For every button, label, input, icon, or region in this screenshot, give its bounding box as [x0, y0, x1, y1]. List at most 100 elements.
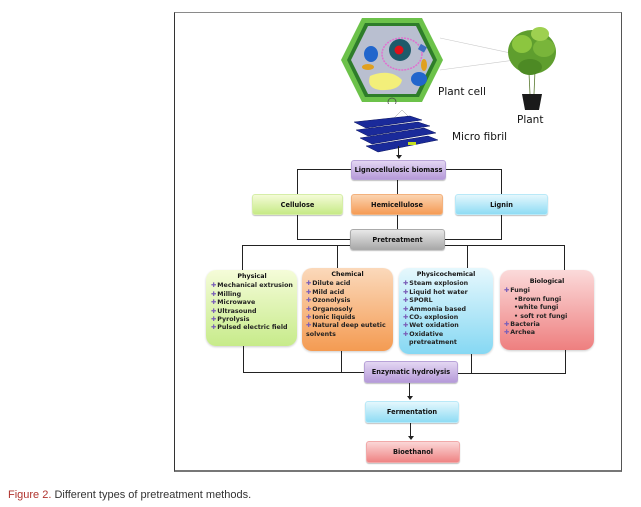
- list-item: ✚Microwave: [211, 299, 256, 307]
- zoom-line: [393, 109, 403, 119]
- connector-line: [467, 245, 468, 268]
- connector-line: [445, 245, 565, 246]
- connector-line: [243, 346, 244, 372]
- list-item: ✚Natural deep eutetic: [306, 322, 386, 330]
- fibril-strand: [355, 121, 431, 137]
- list-item: ✚Fungi: [504, 287, 530, 295]
- fibril-strand: [353, 115, 423, 129]
- list-item-continuation: pretreatment: [409, 339, 457, 347]
- lignocellulosic-biomass-box: Lignocellulosic biomass: [351, 160, 446, 180]
- plus-bullet-icon: ✚: [306, 288, 312, 296]
- list-item: ✚Ozonolysis: [306, 297, 351, 305]
- arrow-head: [395, 155, 402, 159]
- plus-bullet-icon: ✚: [403, 280, 409, 288]
- biological-methods-card: Biological ✚Fungi •Brown fungi •white fu…: [500, 270, 594, 350]
- mitochondrion: [421, 59, 427, 71]
- plus-bullet-icon: ✚: [211, 324, 217, 332]
- hemicellulose-box: Hemicellulose: [351, 194, 443, 215]
- connector-line: [297, 239, 350, 240]
- chloroplast: [364, 46, 378, 62]
- physical-title: Physical: [237, 273, 267, 280]
- list-item: ✚Mild acid: [306, 288, 345, 296]
- zoom-circle: [387, 97, 397, 104]
- list-item: ✚Milling: [211, 290, 242, 298]
- list-item: ✚SPORL: [403, 297, 433, 305]
- fibril-strand: [359, 127, 437, 145]
- plus-bullet-icon: ✚: [403, 314, 409, 322]
- plus-bullet-icon: ✚: [211, 299, 217, 307]
- pretreatment-box: Pretreatment: [350, 229, 445, 250]
- enzymatic-hydrolysis-box: Enzymatic hydrolysis: [364, 361, 458, 383]
- plus-bullet-icon: ✚: [403, 297, 409, 305]
- chloroplast: [411, 72, 427, 86]
- plant-illustration: [508, 27, 556, 110]
- foliage: [533, 39, 555, 57]
- plus-bullet-icon: ✚: [403, 288, 409, 296]
- connector-line: [440, 59, 516, 71]
- figure-caption: Figure 2. Different types of pretreatmen…: [8, 489, 251, 501]
- plus-bullet-icon: ✚: [504, 321, 510, 329]
- list-item: ✚Mechanical extrusion: [211, 282, 293, 290]
- pot: [522, 94, 542, 110]
- plus-bullet-icon: ✚: [211, 282, 217, 290]
- connector-line: [445, 239, 502, 240]
- physicochemical-title: Physicochemical: [416, 271, 476, 278]
- fermentation-box: Fermentation: [365, 401, 459, 423]
- biological-title: Biological: [529, 278, 565, 285]
- connector-line: [501, 169, 502, 194]
- micro-fibril-illustration: [353, 109, 439, 153]
- arrow-shaft: [410, 423, 411, 437]
- fibril-highlight: [408, 142, 416, 145]
- list-item: ✚Liquid hot water: [403, 288, 468, 296]
- plus-bullet-icon: ✚: [403, 322, 409, 330]
- plus-bullet-icon: ✚: [306, 297, 312, 305]
- connector-line: [440, 37, 516, 55]
- figure-number: Figure 2.: [8, 489, 52, 501]
- connector-line: [242, 245, 350, 246]
- endoplasmic-reticulum: [381, 37, 423, 71]
- connector-line: [242, 245, 243, 270]
- plus-bullet-icon: ✚: [504, 329, 510, 337]
- plus-bullet-icon: ✚: [306, 280, 312, 288]
- plus-bullet-icon: ✚: [306, 305, 312, 313]
- physicochemical-methods-card: Physicochemical ✚Steam explosion ✚Liquid…: [399, 268, 493, 354]
- golgi-apparatus: [417, 43, 427, 53]
- connector-line: [397, 180, 398, 194]
- nucleolus: [394, 45, 404, 55]
- list-item: ✚Ammonia based: [403, 305, 466, 313]
- list-item: ✚Steam explosion: [403, 280, 469, 288]
- arrow-shaft: [398, 146, 399, 157]
- plus-bullet-icon: ✚: [211, 307, 217, 315]
- connector-line: [297, 215, 298, 240]
- list-item: ✚Ultrasound: [211, 307, 257, 315]
- list-item: ✚Pulsed electric field: [211, 324, 288, 332]
- list-item: ✚Bacteria: [504, 321, 540, 329]
- plant-cell-label: Plant cell: [438, 86, 486, 98]
- list-item: ✚CO₂ explosion: [403, 314, 459, 322]
- connector-line: [341, 351, 342, 372]
- list-item: ✚Pyrolysis: [211, 316, 250, 324]
- plant-cell-illustration: [341, 18, 443, 104]
- plus-bullet-icon: ✚: [211, 316, 217, 324]
- plus-bullet-icon: ✚: [504, 287, 510, 295]
- plus-bullet-icon: ✚: [211, 290, 217, 298]
- plant-label: Plant: [517, 114, 544, 126]
- list-item: ✚Oxidative: [403, 330, 444, 338]
- connector-line: [564, 245, 565, 270]
- caption-text: Different types of pretreatment methods.: [51, 489, 252, 501]
- fibril-strand: [365, 135, 439, 153]
- plus-bullet-icon: ✚: [306, 314, 312, 322]
- sub-list-item: •Brown fungi: [514, 295, 562, 303]
- connector-line: [458, 373, 566, 374]
- plus-bullet-icon: ✚: [403, 305, 409, 313]
- arrow-shaft: [409, 383, 410, 397]
- list-item: ✚Organosoly: [306, 305, 353, 313]
- arrow-head: [406, 396, 413, 400]
- chemical-title: Chemical: [331, 271, 364, 278]
- list-item: ✚Wet oxidation: [403, 322, 459, 330]
- micro-fibril-label: Micro fibril: [452, 131, 508, 143]
- connector-line: [337, 245, 338, 268]
- connector-line: [501, 215, 502, 240]
- sub-list-item: • soft rot fungi: [514, 312, 568, 320]
- bioethanol-box: Bioethanol: [366, 441, 460, 463]
